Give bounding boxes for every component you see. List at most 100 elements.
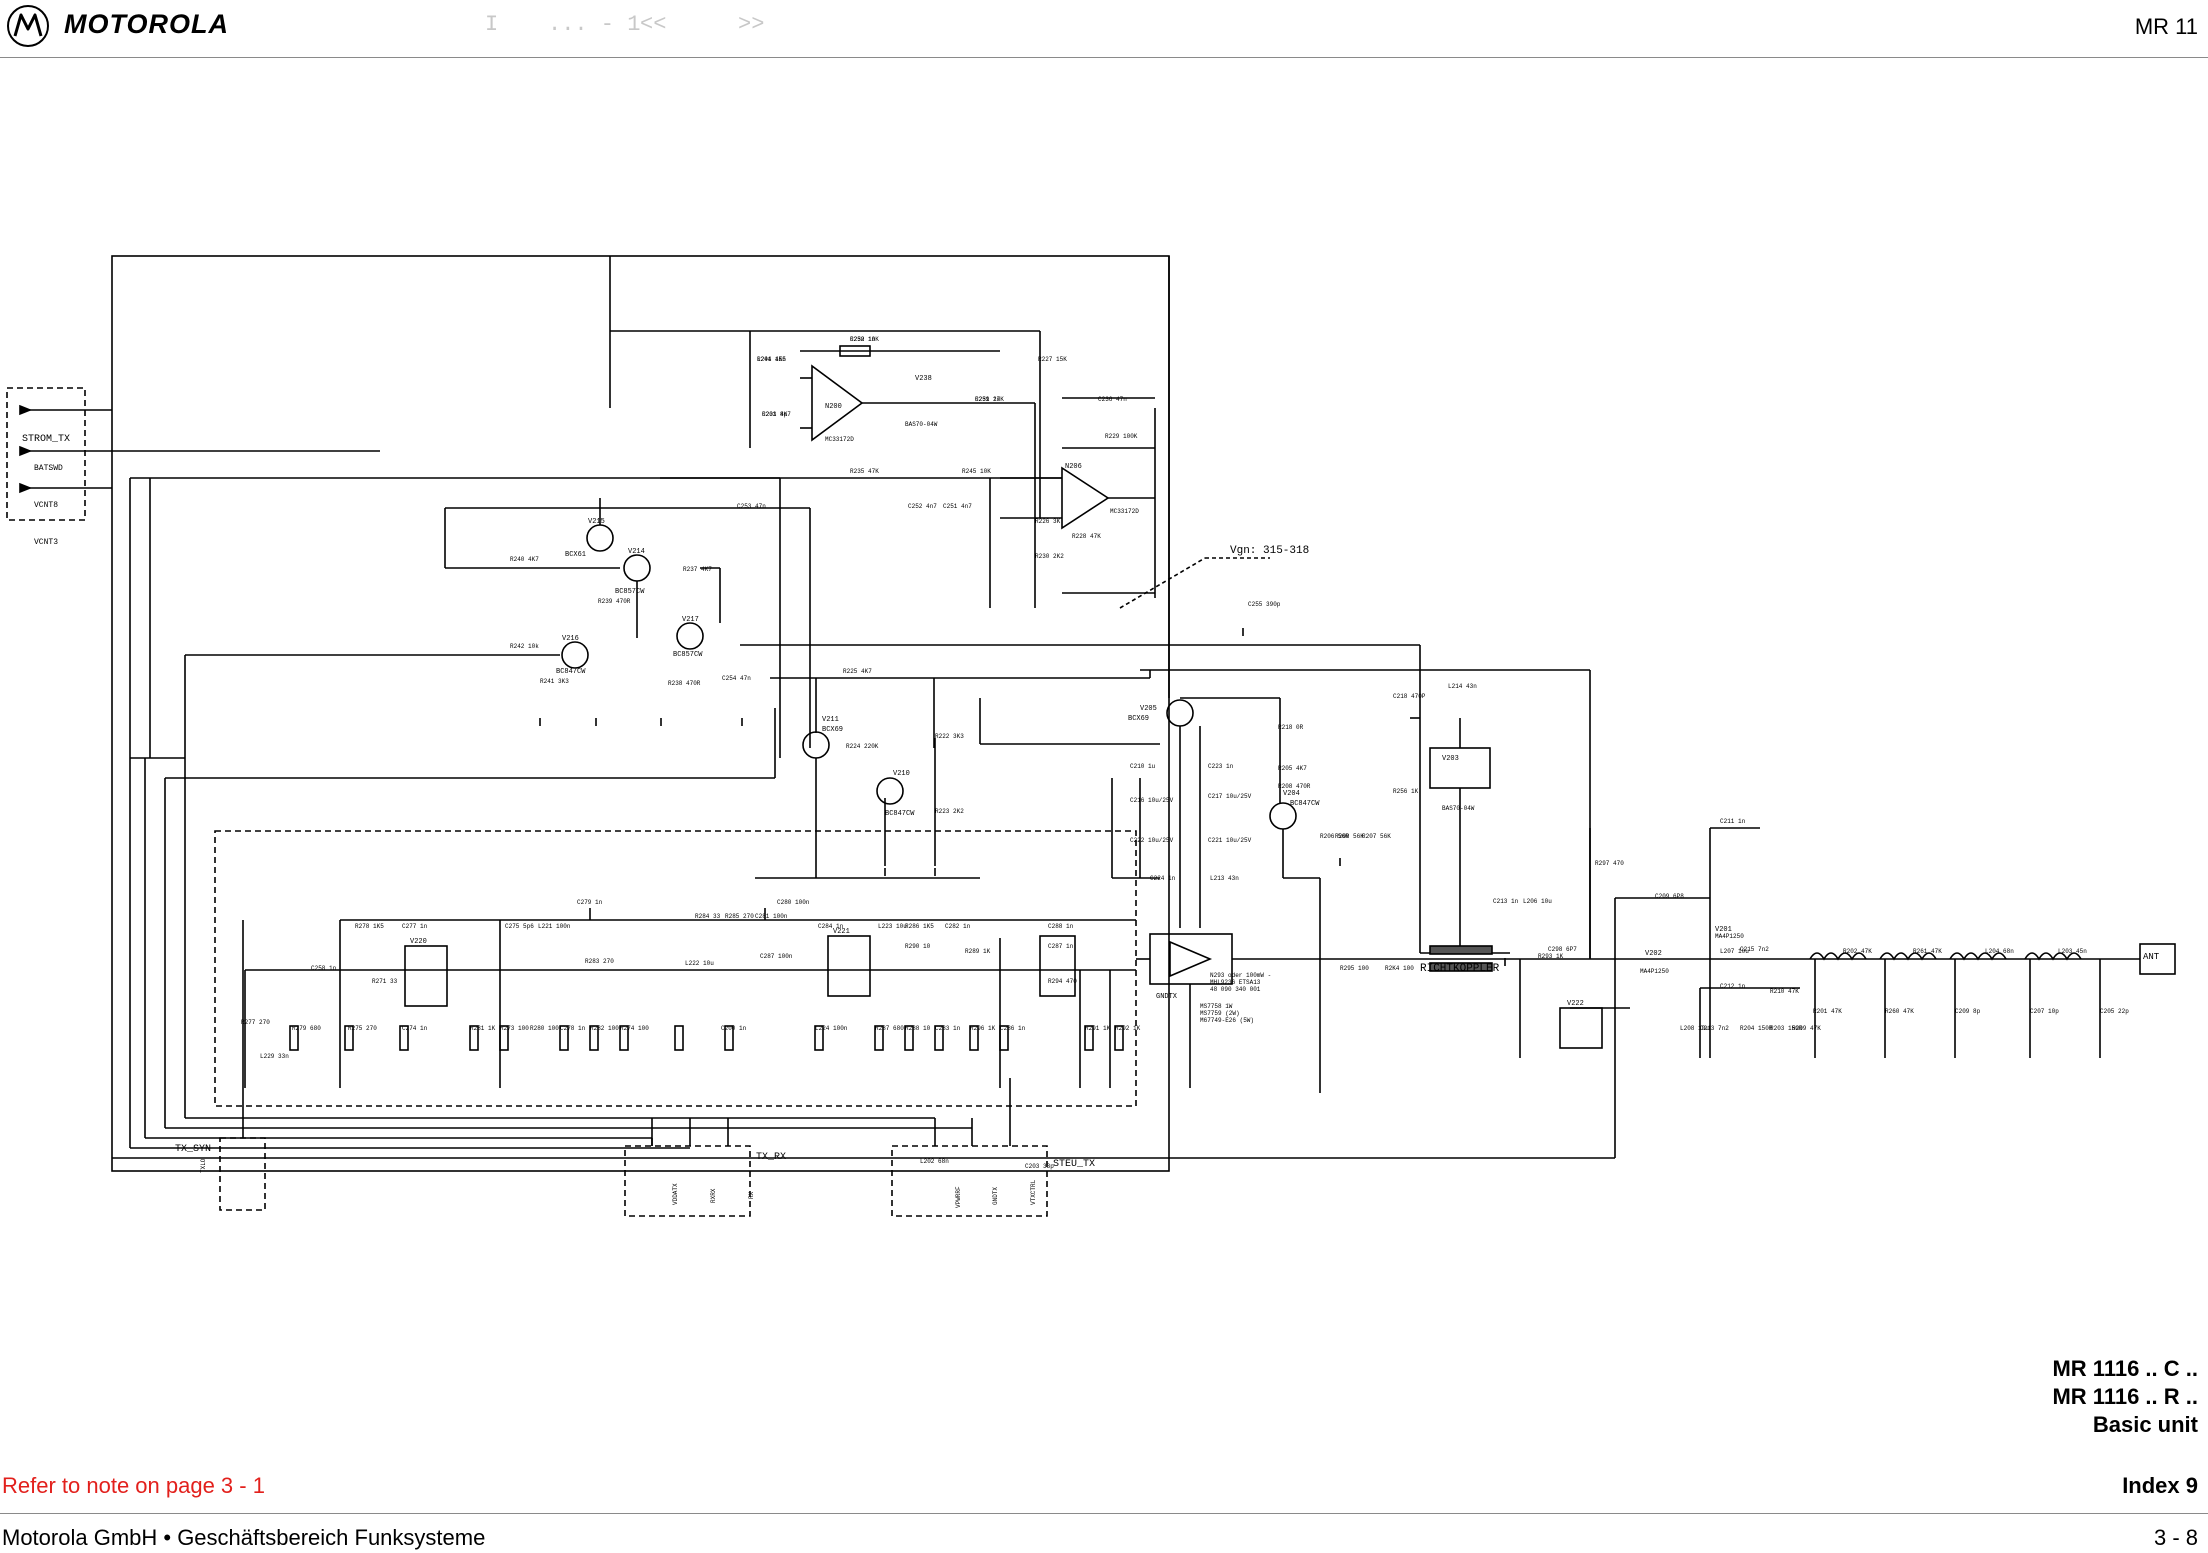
component-label: R290 10 (905, 943, 931, 950)
component-label: L208 10u (1680, 1025, 1709, 1032)
component-label: R202 47K (1843, 948, 1872, 955)
component-label: L221 100n (538, 923, 571, 930)
component-label: R233 4K7 (762, 411, 791, 418)
component-label: R256 1K (1393, 788, 1419, 795)
component-label: R285 270 (725, 913, 754, 920)
component-label: C215 7n2 (1740, 946, 1769, 953)
transistor-v210-label: V210 (893, 770, 910, 778)
nav-prev-button[interactable]: << (640, 12, 667, 37)
component-label: R225 4K7 (843, 668, 872, 675)
component-label: C218 470P (1393, 693, 1426, 700)
ic-v221 (827, 935, 871, 997)
component-label: R210 47K (1770, 988, 1799, 995)
nav-first-button[interactable]: I (485, 12, 499, 37)
transistor-v205-part: BCX69 (1128, 715, 1149, 723)
component-label: R239 470R (598, 598, 631, 605)
component-label: C213 7n2 (1700, 1025, 1729, 1032)
component-label: R226 3K (1035, 518, 1061, 525)
inductor-l204 (1809, 952, 1867, 961)
header-rule (0, 57, 2208, 58)
component-label: C298 6P7 (1548, 946, 1577, 953)
component-label: C209 8p (1955, 1008, 1981, 1015)
component-label: R241 3K3 (540, 678, 569, 685)
component-label: C210 1u (1130, 763, 1156, 770)
component-label: R235 47K (850, 468, 879, 475)
transistor-v214-part: BC857CW (615, 588, 645, 596)
port-vddatx-label: VDDATX (672, 1183, 679, 1205)
model-line-1: MR 1116 .. C .. (2052, 1356, 2198, 1381)
component-label: L204 68n (1985, 948, 2014, 955)
opamp-n200 (811, 364, 864, 442)
component-label: R200 56K (1335, 833, 1364, 840)
port-batswd-label: BATSWD (34, 464, 63, 473)
vgn-label: Vgn: 315-318 (1230, 545, 1309, 557)
component-label: C200 1n (721, 1025, 747, 1032)
component-label: L224 100n (815, 1025, 848, 1032)
component-label: C281 100n (755, 913, 788, 920)
component-label: R293 1K (1538, 953, 1564, 960)
component-label: C288 1n (1048, 923, 1074, 930)
component-label: L229 33n (260, 1053, 289, 1060)
component-label: R227 15K (1038, 356, 1067, 363)
inductor-l202 (1949, 952, 2007, 961)
transistor-v211-label: V211 (822, 716, 839, 724)
transistor-v217-part: BC857CW (673, 651, 703, 659)
component-label: R245 10K (962, 468, 991, 475)
opamp-n206 (1061, 466, 1110, 530)
nav-index-button[interactable]: ... - 1 (548, 12, 641, 37)
page-id: MR 11 (2134, 14, 2198, 39)
port-txlo-label: TXLO (200, 1158, 207, 1173)
component-label: C255 390p (1248, 601, 1281, 608)
component-label: R261 47K (1913, 948, 1942, 955)
component-label: R244 1K5 (757, 356, 786, 363)
component-label: L206 10u (1523, 898, 1552, 905)
port-ant-label: ANT (2143, 952, 2160, 962)
component-label: L202 68n (920, 1158, 949, 1165)
port-rx-label: RX (748, 1191, 755, 1199)
v290-note-1: N293 oder 100mW - (1210, 972, 1271, 979)
component-label: R222 3K3 (935, 733, 964, 740)
component-label: L201 45n (757, 356, 786, 363)
component-label: C223 1n (1208, 763, 1234, 770)
steu-tx-connector (891, 1145, 1048, 1217)
component-label: R271 33 (372, 978, 398, 985)
component-label: R224 220K (846, 743, 879, 750)
component-label: R286 1K5 (905, 923, 934, 930)
diode-v203-label: V203 (1442, 755, 1459, 763)
richtkoppler-label: RICHTKOPPLER (1420, 963, 1500, 975)
transistor-v215-part: BCX61 (565, 551, 586, 559)
inductor-l203 (1879, 952, 1937, 961)
component-label: C259 1n (975, 396, 1001, 403)
transistor-v204-part: BC847CW (1290, 800, 1320, 808)
refer-note-link[interactable]: Refer to note on page 3 - 1 (2, 1473, 265, 1498)
component-label: R230 2K2 (1035, 553, 1064, 560)
component-label: R277 270 (241, 1019, 270, 1026)
transistor-v210-part: BC847CW (885, 810, 915, 818)
transistor-v214-label: V214 (628, 548, 645, 556)
component-label: C216 10u/25V (1130, 797, 1174, 804)
component-label: R237 4K7 (683, 566, 712, 573)
port-strom-tx-label: STROM_TX (22, 434, 70, 445)
port-rxrx-label: RXRX (710, 1188, 717, 1203)
tx-rx-connector (624, 1145, 751, 1217)
footer-rule (0, 1513, 2208, 1514)
transistor-v204-label: V204 (1283, 790, 1300, 798)
component-label: C275 5p6 (505, 923, 534, 930)
component-label: R206 56R (1320, 833, 1349, 840)
ic-v220 (404, 945, 448, 1007)
component-label: R281 1K (470, 1025, 496, 1032)
component-label: R280 100 (530, 1025, 559, 1032)
component-label: C254 47n (722, 675, 751, 682)
nav-next-button[interactable]: >> (738, 12, 765, 37)
component-label: R282 100 (590, 1025, 619, 1032)
component-label: R291 1K (1085, 1025, 1111, 1032)
port-gndtx-label: GNDTX (992, 1187, 999, 1205)
component-label: R238 470R (668, 680, 701, 687)
ic-n206-part: MC33172D (1110, 508, 1139, 515)
component-label: R205 4K7 (1278, 765, 1307, 772)
component-label: R289 1K (965, 948, 991, 955)
strom-tx-connector (6, 387, 86, 521)
component-label: R2K4 100 (1385, 965, 1414, 972)
transistor-v211 (802, 731, 830, 759)
pa-note-2: MS7759 (2W) (1200, 1010, 1240, 1017)
